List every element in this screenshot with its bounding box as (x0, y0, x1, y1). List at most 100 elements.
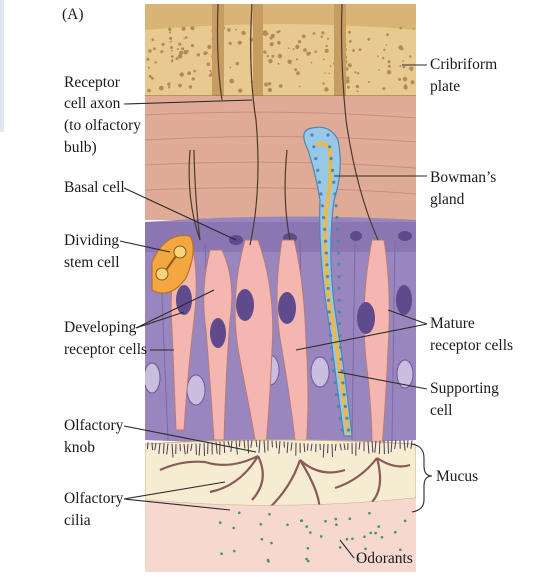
bone-pore (167, 83, 170, 86)
bone-pore (230, 67, 232, 69)
odorant-molecule (335, 523, 338, 526)
microvillus (272, 441, 273, 448)
gland-cell-nucleus (324, 240, 327, 243)
panel-label: (A) (62, 6, 84, 23)
bone-pore (241, 31, 245, 35)
gland-cell-nucleus (337, 251, 340, 254)
odorant-molecule (320, 535, 323, 538)
bone-pore (387, 70, 391, 74)
bone-pore (268, 59, 272, 63)
gland-cell-nucleus (333, 192, 336, 195)
bone-pore (187, 71, 191, 75)
microvillus (379, 441, 380, 455)
bone-pore (296, 71, 300, 75)
bone-pore (277, 31, 280, 34)
odorant-molecule (232, 527, 235, 530)
bone-pore (191, 44, 194, 47)
bone-pore (160, 50, 163, 53)
bone-pore (184, 38, 186, 40)
bone-pore (238, 41, 242, 45)
bone-pore (148, 49, 151, 52)
gland-cell-nucleus (318, 181, 321, 184)
bone-pore (153, 47, 156, 50)
bone-pore (330, 65, 332, 67)
bone-pore (270, 42, 274, 46)
bone-pore (388, 60, 391, 63)
label-line: stem cell (64, 254, 120, 271)
gland-cell-nucleus (326, 133, 329, 136)
gland-cell-nucleus (343, 393, 346, 396)
odorant-molecule (220, 552, 223, 555)
bone-pore (238, 89, 242, 93)
label-line: Mucus (436, 468, 478, 485)
bone-pore (309, 52, 311, 54)
bone-pore (311, 62, 313, 64)
bone-pore (179, 51, 183, 55)
label-line: cilia (64, 512, 91, 529)
bone-pore (383, 49, 385, 51)
bone-pore (348, 63, 352, 67)
gland-cell-nucleus (338, 310, 341, 313)
bone-pore (178, 84, 182, 88)
microvillus (164, 444, 165, 454)
label-line: Bowman’s (430, 169, 496, 186)
gland-cell-nucleus (338, 299, 341, 302)
bone-pore (302, 35, 306, 39)
bone-pore (314, 50, 317, 53)
label-line: knob (64, 439, 95, 456)
bone-pore (347, 86, 350, 89)
bone-pore (207, 62, 211, 66)
microvillus (239, 440, 240, 447)
gland-cell-nucleus (328, 322, 331, 325)
gland-cell-nucleus (338, 334, 341, 337)
bone-pore (321, 31, 324, 34)
bone-pore (409, 55, 411, 57)
bone-pore (368, 81, 370, 83)
bone-pore (168, 28, 171, 31)
label-mucus: Mucus (412, 444, 478, 512)
bone-pore (271, 55, 274, 58)
odorant-molecule (270, 542, 273, 545)
gland-cell-nucleus (338, 287, 341, 290)
bone-pore (295, 45, 299, 49)
bone-pore (377, 55, 379, 57)
gland-cell-nucleus (325, 251, 328, 254)
odorant-molecule (351, 538, 354, 541)
bone-pore (190, 26, 194, 30)
odorant-molecule (307, 560, 310, 563)
bone-pore (168, 86, 170, 88)
gland-cell-nucleus (319, 192, 322, 195)
gland-cell-nucleus (327, 299, 330, 302)
bone-pore (148, 67, 150, 69)
gland-cell-nucleus (333, 381, 336, 384)
label-line: cell (430, 402, 452, 419)
odorant-molecule (339, 546, 342, 549)
odorant-molecule (300, 520, 303, 523)
gland-cell-nucleus (335, 216, 338, 219)
bone-pore (278, 63, 280, 65)
odorant-molecule (324, 520, 327, 523)
bone-pore (323, 59, 325, 61)
bone-pore (388, 65, 391, 68)
gland-cell-nucleus (332, 369, 335, 372)
gland-cell-nucleus (326, 275, 329, 278)
bone-pore (321, 36, 323, 38)
bone-pore (267, 55, 269, 57)
bone-pore (298, 40, 301, 43)
label-line: gland (430, 191, 465, 208)
bone-pore (270, 82, 272, 84)
bone-pore (268, 88, 272, 92)
bone-pore (172, 59, 174, 61)
bone-pore (270, 36, 273, 39)
microvillus (224, 441, 225, 453)
gland-cell-nucleus (325, 263, 328, 266)
bone-pore (327, 38, 329, 40)
gland-cell-nucleus (339, 346, 342, 349)
odorant-molecule (368, 512, 371, 515)
gland-cell-nucleus (337, 275, 340, 278)
bone-pore (348, 31, 351, 34)
microvillus (307, 444, 308, 451)
odorant-molecule (307, 547, 310, 550)
odorant-molecule (349, 517, 352, 520)
odorant-molecule (335, 518, 338, 521)
